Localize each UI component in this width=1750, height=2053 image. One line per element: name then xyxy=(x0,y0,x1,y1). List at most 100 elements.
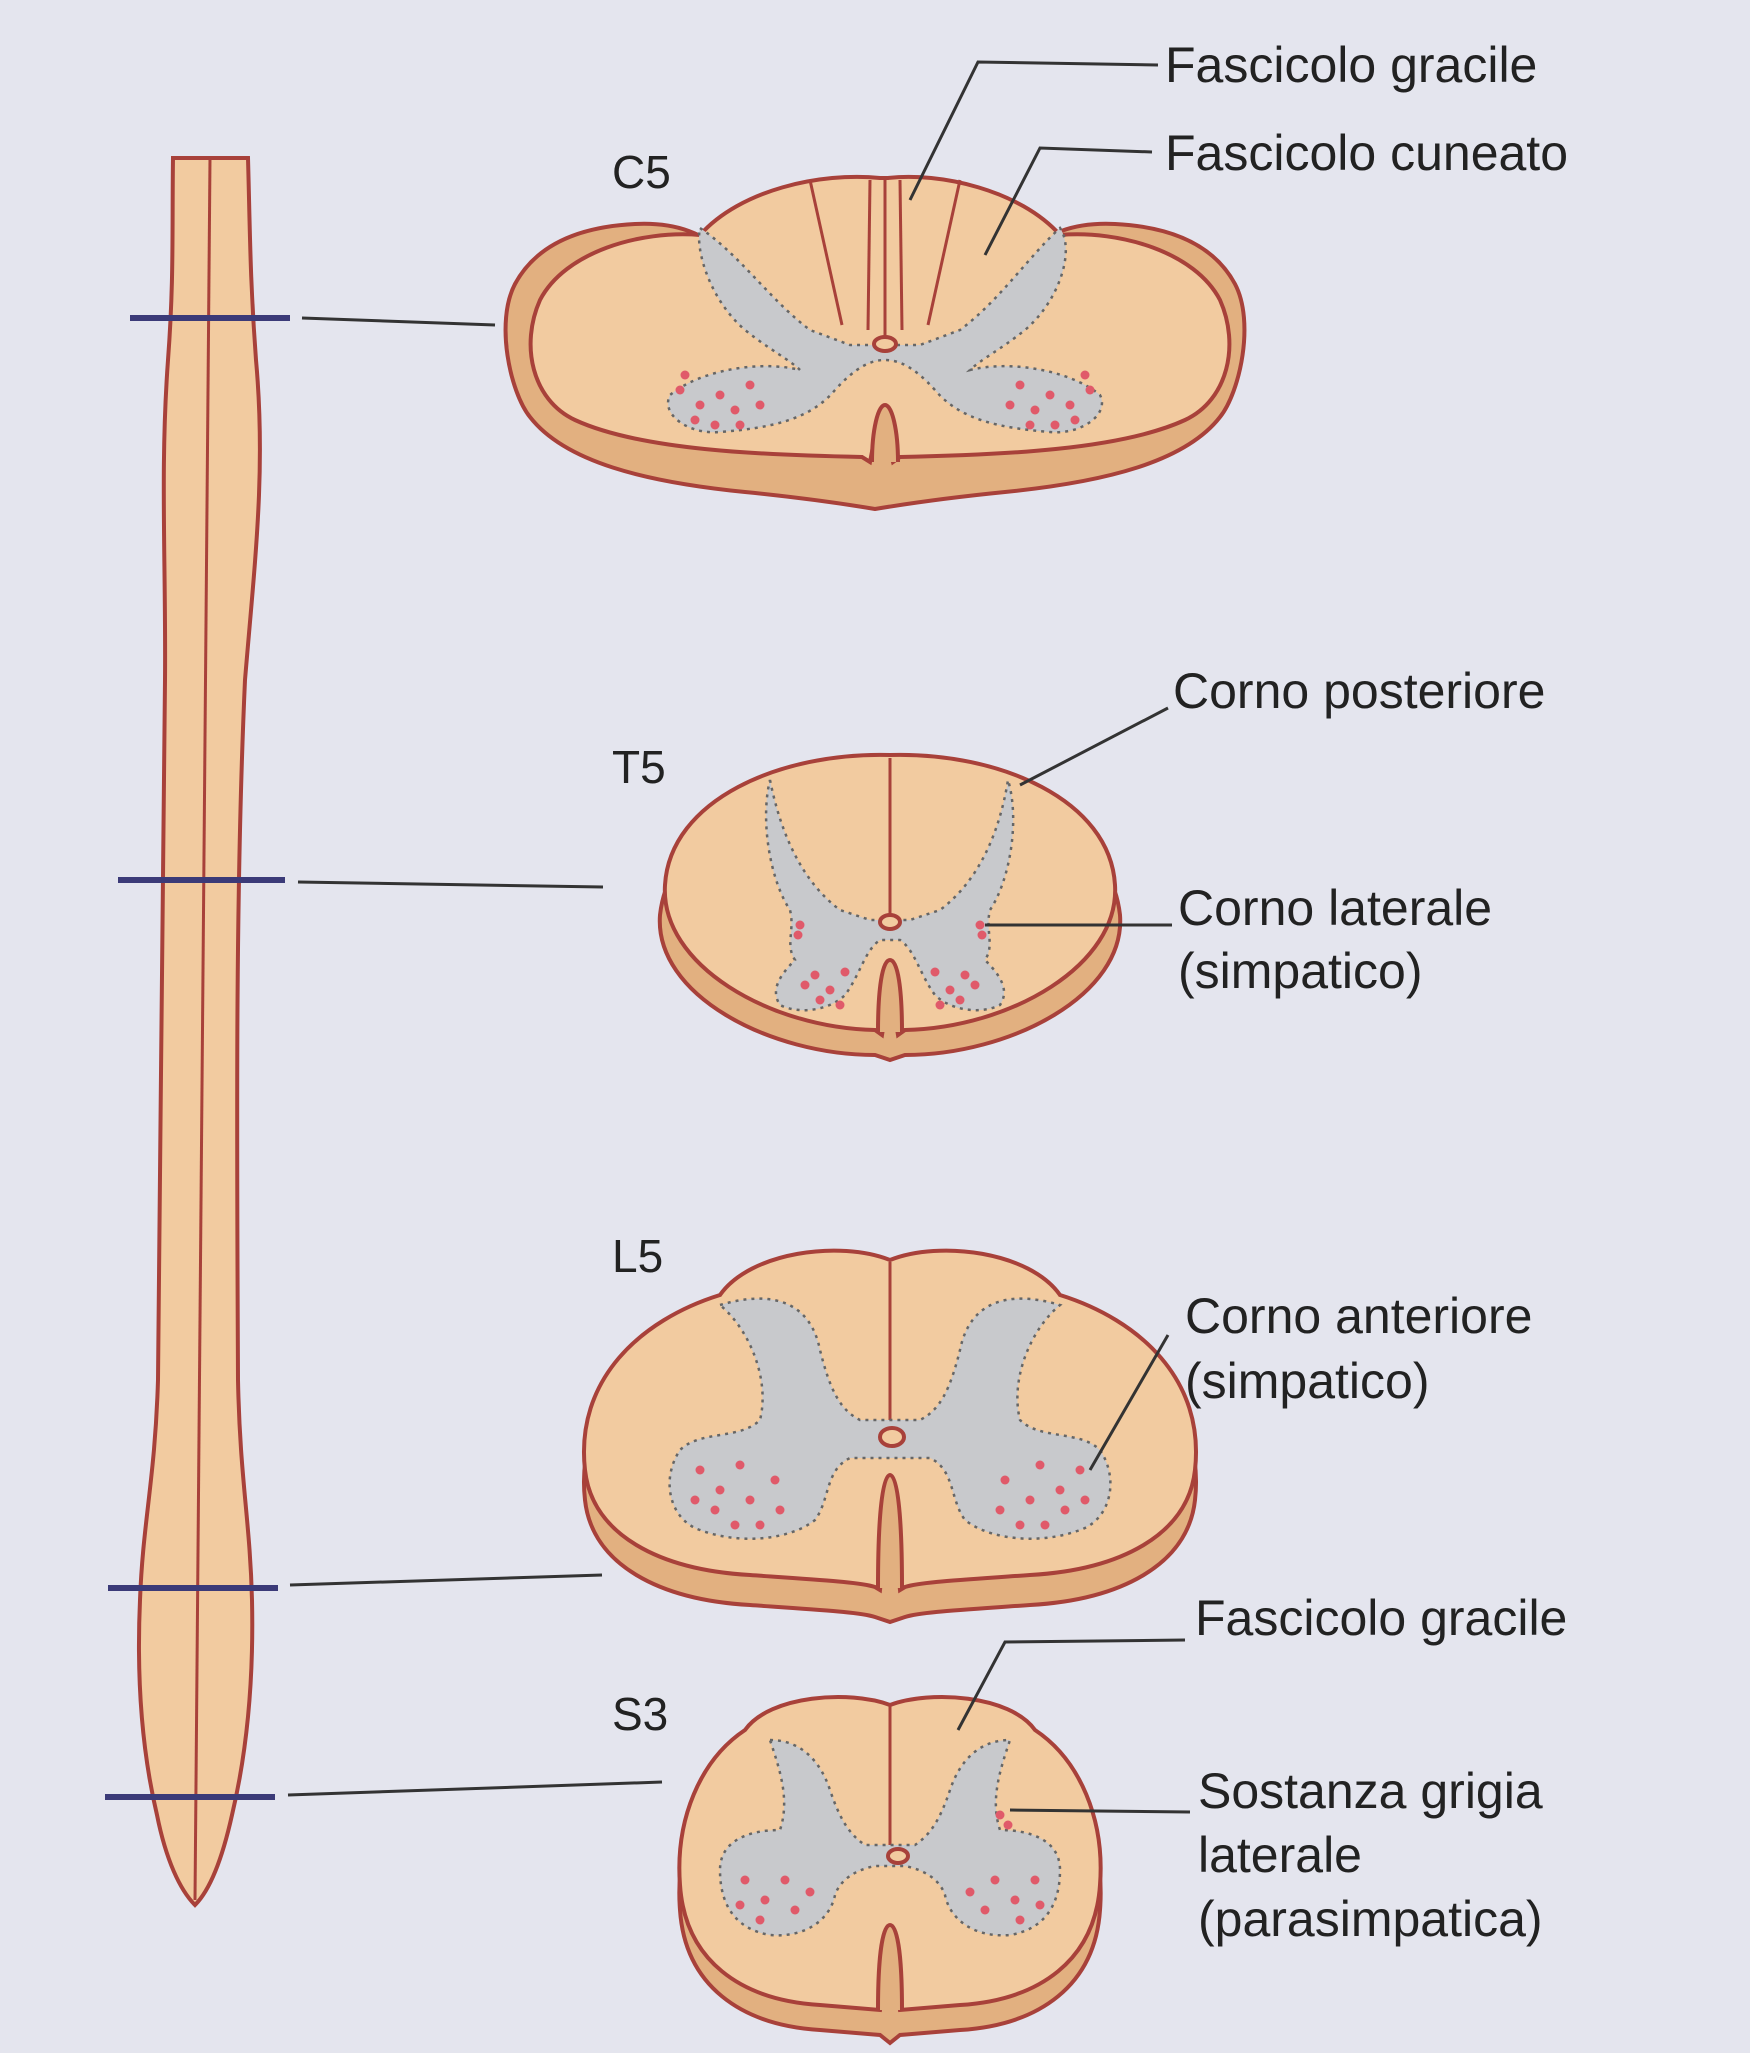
leader-t5-posterior-horn xyxy=(1019,706,1169,787)
s3-neurons xyxy=(735,1810,1045,1925)
neuron-dot xyxy=(1060,1505,1070,1515)
neuron-dot xyxy=(1000,1475,1010,1485)
neuron-dot xyxy=(793,930,803,940)
label-t5-corno-posteriore: Corno posteriore xyxy=(1173,663,1545,719)
neuron-dot xyxy=(995,1810,1005,1820)
neuron-dot xyxy=(690,1495,700,1505)
neuron-dot xyxy=(935,1000,945,1010)
neuron-dot xyxy=(710,420,720,430)
neuron-dot xyxy=(1030,405,1040,415)
leader-c5-cuneate xyxy=(983,146,1153,256)
c5-septum-right-2 xyxy=(898,179,904,331)
s3-gray-matter xyxy=(718,1738,1062,1937)
s3-anterior-fissure xyxy=(876,1922,904,2011)
longitudinal-spinal-cord xyxy=(105,156,663,1908)
neuron-dot xyxy=(975,920,985,930)
pointer-line-s3 xyxy=(287,1780,663,1797)
pointer-line-l5 xyxy=(289,1573,603,1587)
t5-neurons xyxy=(793,920,987,1010)
segment-label-c5: C5 xyxy=(612,146,671,198)
neuron-dot xyxy=(945,985,955,995)
neuron-dot xyxy=(790,1905,800,1915)
label-s3-fascicolo-gracile: Fascicolo gracile xyxy=(1195,1590,1567,1646)
neuron-dot xyxy=(1005,400,1015,410)
neuron-dot xyxy=(675,385,685,395)
leader-s3-lateral-gray xyxy=(1009,1808,1191,1814)
neuron-dot xyxy=(815,995,825,1005)
neuron-dot xyxy=(735,420,745,430)
t5-gray-matter xyxy=(764,779,1015,1012)
neuron-dot xyxy=(1080,370,1090,380)
neuron-dot xyxy=(970,980,980,990)
neuron-dot xyxy=(1025,1495,1035,1505)
neuron-dot xyxy=(730,1520,740,1530)
neuron-dot xyxy=(1015,1915,1025,1925)
neuron-dot xyxy=(795,920,805,930)
neuron-dot xyxy=(1045,390,1055,400)
c5-central-canal xyxy=(872,335,898,353)
label-c5-fascicolo-cuneato: Fascicolo cuneato xyxy=(1165,125,1568,181)
neuron-dot xyxy=(1035,1460,1045,1470)
neuron-dot xyxy=(690,415,700,425)
neuron-dot xyxy=(810,970,820,980)
neuron-dot xyxy=(1010,1895,1020,1905)
neuron-dot xyxy=(740,1875,750,1885)
cord-body xyxy=(136,156,262,1908)
neuron-dot xyxy=(760,1895,770,1905)
neuron-dot xyxy=(1035,1900,1045,1910)
neuron-dot xyxy=(1085,385,1095,395)
neuron-dot xyxy=(745,380,755,390)
neuron-dot xyxy=(780,1875,790,1885)
neuron-dot xyxy=(1040,1520,1050,1530)
neuron-dot xyxy=(840,967,850,977)
leader-s3-gracile xyxy=(956,1638,1186,1731)
neuron-dot xyxy=(1055,1485,1065,1495)
l5-neurons xyxy=(690,1460,1090,1530)
c5-anterior-fissure xyxy=(870,402,900,463)
neuron-dot xyxy=(1075,1465,1085,1475)
neuron-dot xyxy=(1025,420,1035,430)
neuron-dot xyxy=(990,1875,1000,1885)
neuron-dot xyxy=(930,967,940,977)
neuron-dot xyxy=(1050,420,1060,430)
neuron-dot xyxy=(995,1505,1005,1515)
neuron-dot xyxy=(965,1887,975,1897)
neuron-dot xyxy=(1015,1520,1025,1530)
label-l5-simpatico: (simpatico) xyxy=(1185,1353,1429,1409)
c5-neurons xyxy=(675,370,1095,430)
label-s3-laterale: laterale xyxy=(1198,1827,1362,1883)
neuron-dot xyxy=(835,1000,845,1010)
pointer-line-t5 xyxy=(297,880,604,889)
neuron-dot xyxy=(735,1900,745,1910)
l5-anterior-fissure xyxy=(876,1472,904,1589)
t5-anterior-fissure xyxy=(876,957,904,1033)
label-s3-parasimpatica: (parasimpatica) xyxy=(1198,1891,1543,1947)
neuron-dot xyxy=(960,970,970,980)
neuron-dot xyxy=(825,985,835,995)
neuron-dot xyxy=(755,1915,765,1925)
label-l5-corno-anteriore: Corno anteriore xyxy=(1185,1288,1532,1344)
neuron-dot xyxy=(775,1505,785,1515)
neuron-dot xyxy=(745,1495,755,1505)
neuron-dot xyxy=(715,1485,725,1495)
neuron-dot xyxy=(955,995,965,1005)
t5-central-canal xyxy=(878,913,902,931)
cross-section-c5 xyxy=(503,174,1247,512)
neuron-dot xyxy=(977,930,987,940)
pointer-line-c5 xyxy=(301,316,496,327)
label-s3-sostanza-grigia: Sostanza grigia xyxy=(1198,1763,1543,1819)
neuron-dot xyxy=(695,400,705,410)
leader-lines xyxy=(908,60,1191,1814)
neuron-dot xyxy=(680,370,690,380)
median-fissure-line xyxy=(193,157,212,1901)
label-c5-fascicolo-gracile: Fascicolo gracile xyxy=(1165,37,1537,93)
neuron-dot xyxy=(1030,1875,1040,1885)
neuron-dot xyxy=(1015,380,1025,390)
neuron-dot xyxy=(715,390,725,400)
c5-septum-right-1 xyxy=(926,179,962,326)
neuron-dot xyxy=(1003,1820,1013,1830)
neuron-dot xyxy=(695,1465,705,1475)
s3-central-canal xyxy=(886,1847,910,1865)
